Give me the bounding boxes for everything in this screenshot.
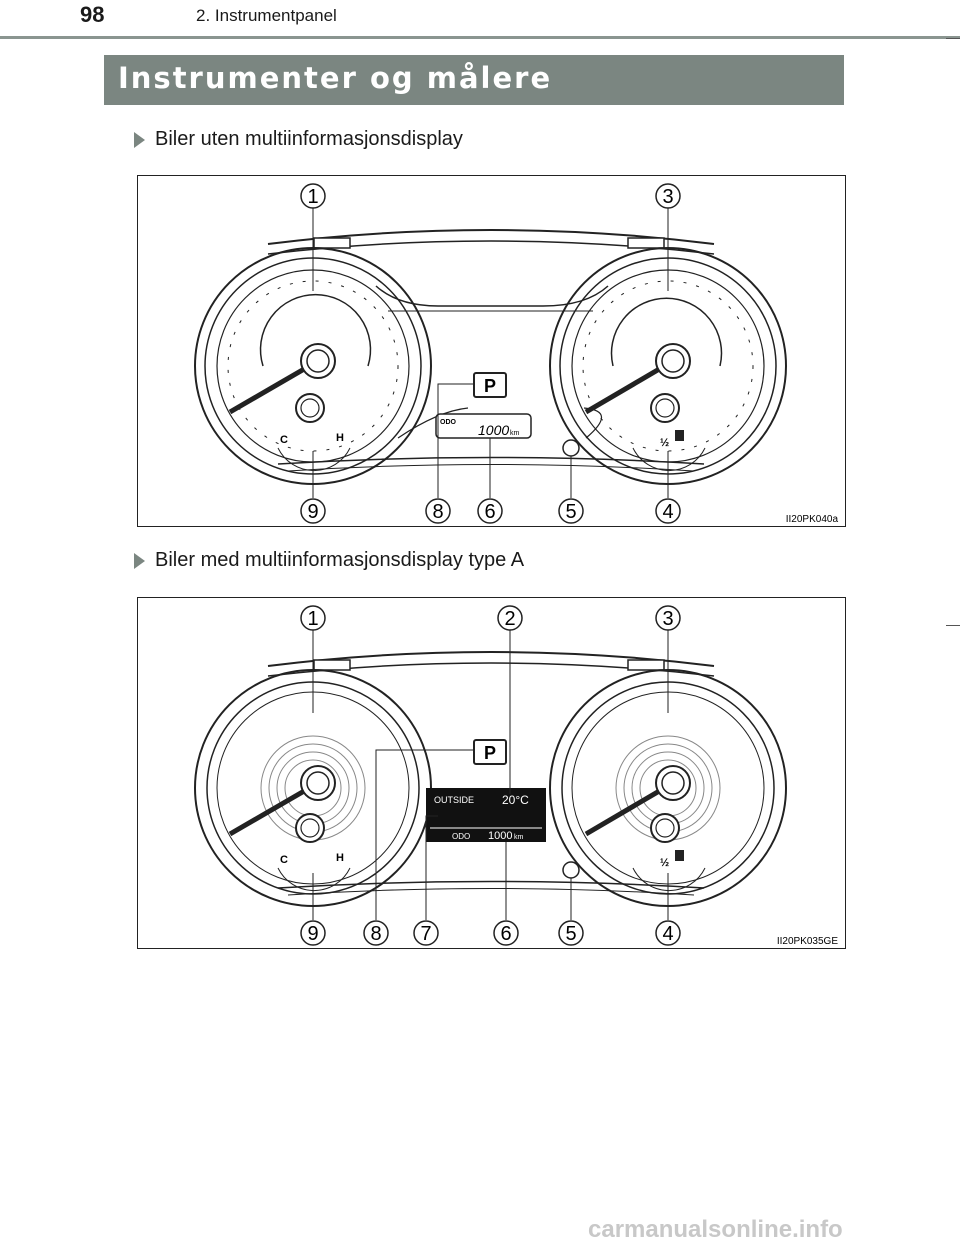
callout-4: 4 [662,923,673,945]
tachometer-gauge: ½ [549,247,787,485]
odo-label: ODO [440,419,457,426]
temp-hot-label: H [336,852,344,864]
trip-reset-knob [562,439,580,457]
callout-3: 3 [662,608,673,630]
header-rule [0,36,960,39]
odo-unit: km [514,834,524,841]
odo-value: 1000 [478,422,509,438]
callout-3: 3 [662,186,673,208]
callout-5: 5 [565,501,576,523]
triangle-bullet-icon [134,552,145,569]
gear-indicator [473,372,507,398]
chapter-title: 2. Instrumentpanel [196,6,337,25]
subheading-text: Biler uten multiinformasjonsdisplay [155,128,463,150]
callout-6: 6 [500,923,511,945]
outside-label: OUTSIDE [434,795,474,805]
trip-reset-knob [562,861,580,879]
odo-unit: km [510,430,520,437]
image-code: II20PK040a [786,514,839,525]
instrument-figure-1: C H ½ P ODO 1000 km 1 3 [137,175,846,527]
callout-8: 8 [370,923,381,945]
fuel-pump-icon [675,430,684,441]
odo-label: ODO [452,832,470,841]
temp-cold-label: C [280,854,288,866]
gear-text: P [484,376,496,396]
callout-1: 1 [307,186,318,208]
temp-cold-label: C [280,434,288,446]
callout-9: 9 [307,923,318,945]
callout-1: 1 [307,608,318,630]
fuel-pump-icon [675,850,684,861]
page-number: 98 [80,2,105,27]
fuel-half-label: ½ [660,857,669,869]
callout-8: 8 [432,501,443,523]
margin-tick [946,625,960,626]
odo-value: 1000 [488,830,512,842]
odometer-display [435,413,532,439]
section-title: Instrumenter og målere [118,61,553,95]
callout-6: 6 [484,501,495,523]
instrument-figure-2: C H ½ P OUTSIDE 20°C ODO 1000 km [137,597,846,949]
subheading-1: Biler uten multiinformasjonsdisplay [134,128,463,151]
footer-watermark[interactable]: carmanualsonline.info [588,1216,843,1243]
callout-4: 4 [662,501,673,523]
gear-indicator [473,739,507,765]
subheading-2: Biler med multiinformasjonsdisplay type … [134,549,524,572]
outside-temp: 20°C [502,793,529,807]
section-title-bar: Instrumenter og målere [104,55,844,105]
temp-hot-label: H [336,432,344,444]
margin-tick [946,38,960,39]
triangle-bullet-icon [134,131,145,148]
subheading-text: Biler med multiinformasjonsdisplay type … [155,549,525,571]
callout-2: 2 [504,608,515,630]
image-code: II20PK035GE [777,936,838,947]
fuel-half-label: ½ [660,437,669,449]
callout-5: 5 [565,923,576,945]
callout-9: 9 [307,501,318,523]
gear-text: P [484,743,496,763]
multi-info-display [426,788,546,842]
callout-7: 7 [420,923,431,945]
